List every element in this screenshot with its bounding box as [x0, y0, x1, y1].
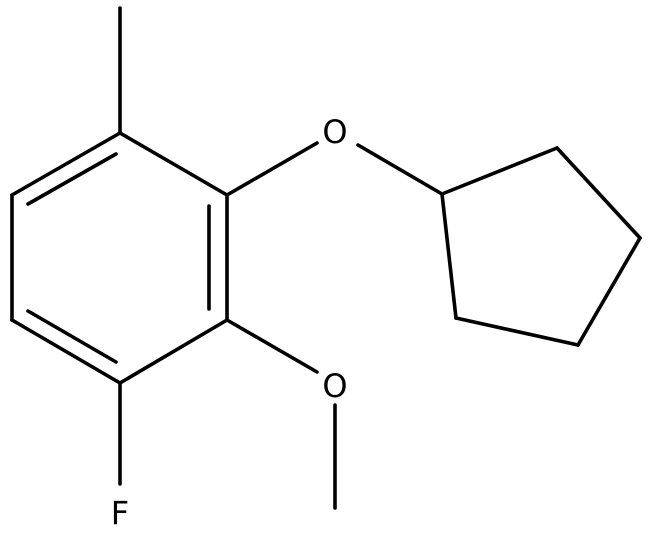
- bond-cp5-cp1: [440, 192, 458, 320]
- bond-c4-c5-inner: [26, 309, 118, 364]
- benzene-ring: [10, 131, 229, 385]
- bond-cp4-cp5: [454, 316, 580, 347]
- bond-cp2-cp3: [555, 146, 642, 240]
- bond-ring-to-ether-oxygen: [225, 141, 319, 197]
- fluorine-label: F: [111, 494, 129, 532]
- bond-ring-to-methoxy-oxygen: [225, 318, 319, 374]
- bond-c6-c1: [10, 131, 122, 197]
- bond-c3-c4: [118, 318, 229, 385]
- bond-ether-oxygen-to-cyclopentyl: [356, 143, 444, 196]
- bond-cp3-cp4: [576, 236, 642, 347]
- methoxy-oxygen-label: O: [322, 367, 347, 405]
- cyclopentyl-ring: [440, 146, 642, 347]
- ether-oxygen-label: O: [322, 113, 347, 151]
- bond-cp1-cp2: [440, 146, 559, 196]
- bond-c1-c2: [118, 131, 229, 197]
- bond-c6-c1-inner: [26, 152, 118, 206]
- bond-c4-c5: [10, 318, 122, 385]
